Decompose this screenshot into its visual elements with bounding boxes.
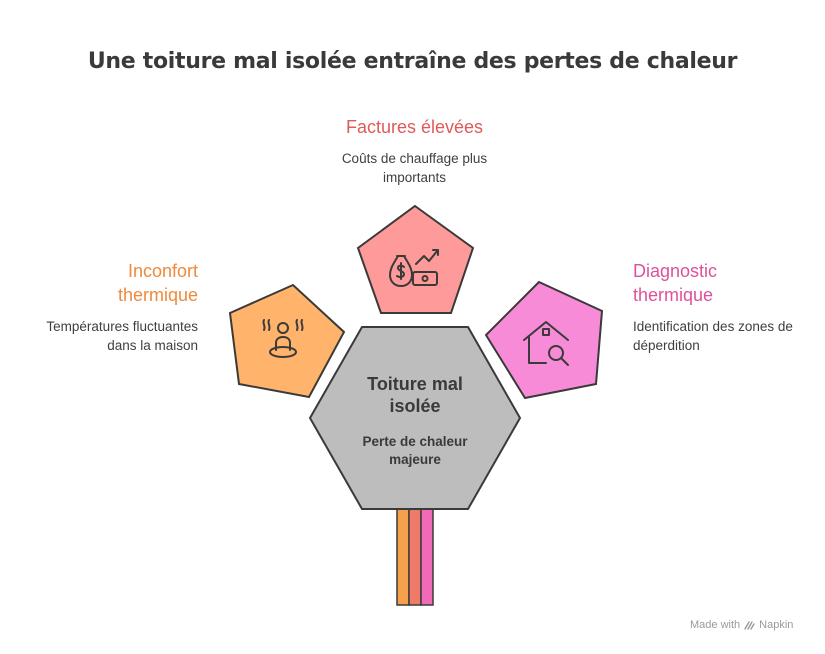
center-description: Perte de chaleur majeure [362,434,468,467]
diagram-title: Une toiture mal isolée entraîne des pert… [87,49,738,74]
stem-bar-red [408,504,422,606]
pentagon-diagnostic [484,280,604,400]
heading-inconfort: Inconfort thermique [117,261,198,305]
money-bag-chart-icon [389,249,439,287]
description-inconfort: Températures fluctuantes dans la maison [46,319,198,353]
description-diagnostic: Identification des zones de déperdition [633,319,793,353]
house-search-icon [523,321,569,366]
heading-diagnostic: Diagnostic thermique [633,261,718,305]
description-factures: Coûts de chauffage plus importants [341,151,488,185]
stem-bar-orange [396,504,410,606]
pentagon-inconfort [228,283,346,399]
stem-bar-pink [420,504,434,606]
footer-brand: Napkin [759,619,794,631]
hexagon-toiture [308,326,522,510]
footer-made-with: Made with [690,619,741,631]
heading-factures: Factures élevées [345,117,484,137]
footer-attribution[interactable]: Made with Napkin [690,619,793,631]
napkin-logo-icon [744,620,755,630]
center-title: Toiture mal isolée [367,374,463,416]
person-heat-icon [262,319,304,358]
pentagon-factures [356,204,475,314]
